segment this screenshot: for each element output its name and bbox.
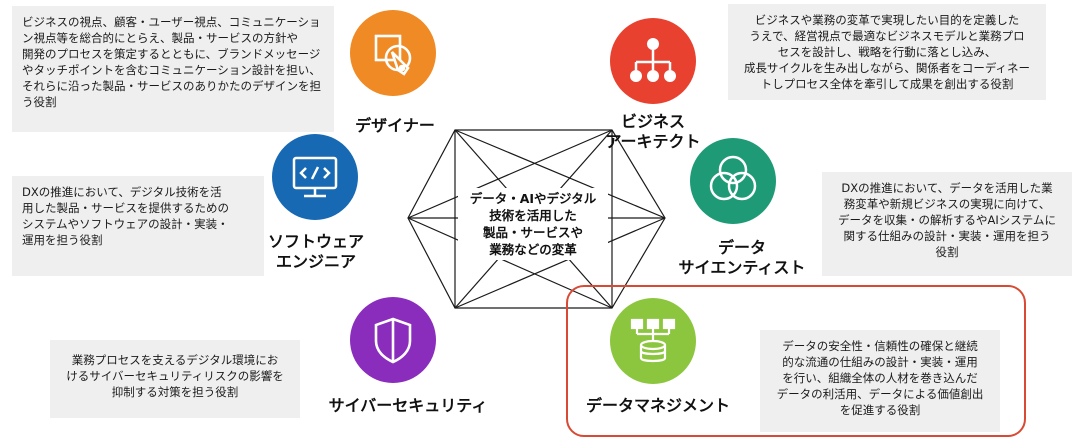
desc-line: けるサイバーセキュリティリスクの影響を: [66, 369, 284, 383]
label-line: データ: [717, 238, 766, 257]
center-theme-text: データ・AIやデジタル 技術を活用した 製品・サービスや 業務などの変革: [458, 188, 608, 260]
desc-line: 用した製品・サービスを提供するための: [22, 201, 229, 215]
business-architect-description: ビジネスや業務の変革で実現したい目的を定義した うえで、経営視点で最適なビジネス…: [728, 4, 1046, 100]
database-tree-icon: [630, 318, 676, 363]
label-line: ビジネス: [620, 112, 685, 131]
label-line: エンジニア: [275, 252, 356, 271]
desc-line: を促進する役割: [839, 403, 921, 417]
label-line: サイバーセキュリティ: [328, 396, 488, 415]
desc-line: 役割: [935, 245, 959, 259]
desc-line: を行い、組織全体の人材を巻き込んだ: [782, 371, 978, 385]
desc-line: システムやソフトウェアの設計・実装・: [22, 217, 229, 231]
label-line: ソフトウェア: [267, 232, 364, 251]
desc-line: ビジネスや業務の変革で実現したい目的を定義した: [754, 13, 1020, 27]
desc-line: ビジネスの視点、顧客・ユーザー視点、コミュニケーショ: [22, 15, 321, 29]
desc-line: 開発のプロセスを策定するとともに、ブランドメッセージ: [22, 47, 321, 61]
business-architect-label: ビジネス アーキテクト: [593, 112, 713, 152]
label-line: データマネジメント: [585, 396, 730, 415]
center-line: 業務などの変革: [489, 242, 577, 257]
desc-line: う役割: [22, 95, 57, 109]
venn-circles-icon: [709, 155, 757, 201]
desc-line: それらに沿った製品・サービスのありかたのデザインを担: [22, 79, 321, 93]
data-scientist-description: DXの推進において、データを活用した業 務変革や新規ビジネスの実現に向けて、 デ…: [822, 172, 1072, 276]
cyber-security-label: サイバーセキュリティ: [318, 396, 498, 416]
data-management-icon-circle: [610, 298, 696, 384]
data-management-label: データマネジメント: [578, 396, 738, 416]
desc-line: うえで、経営視点で最適なビジネスモデルと業務プロ: [749, 29, 1025, 43]
designer-label: デザイナー: [330, 116, 460, 136]
desc-line: 抑制する対策を担う役割: [111, 385, 239, 399]
desc-line: トしプロセス全体を牽引して成果を創出する役割: [760, 77, 1014, 91]
center-line: データ・AIやデジタル: [469, 191, 597, 206]
desc-line: データの安全性・信頼性の確保と継続: [782, 339, 978, 353]
desc-line: データを収集・の解析するやAIシステムに: [838, 213, 1056, 227]
software-engineer-description: DXの推進において、デジタル技術を活 用した製品・サービスを提供するための シス…: [12, 176, 264, 276]
desc-line: 運用を担う役割: [22, 233, 103, 247]
cyber-security-icon-circle: [350, 297, 436, 383]
design-pen-icon: [374, 34, 412, 76]
business-architect-icon-circle: [610, 18, 696, 104]
desc-line: データの利活用、データによる価値創出: [776, 387, 984, 401]
center-line: 技術を活用した: [489, 208, 577, 223]
desc-line: 的な流通の仕組みの設計・実装・運用: [782, 355, 978, 369]
data-management-highlight: [566, 285, 1026, 437]
desc-line: やタッチポイントを含むコミュニケーション設計を担い、: [22, 63, 321, 77]
software-engineer-label: ソフトウェア エンジニア: [252, 232, 380, 272]
label-line: デザイナー: [355, 116, 435, 135]
desc-line: DXの推進において、デジタル技術を活: [22, 185, 222, 199]
desc-line: ン視点等を総合的にとらえ、製品・サービスの方針や: [22, 31, 298, 45]
cyber-security-description: 業務プロセスを支えるデジタル環境にお けるサイバーセキュリティリスクの影響を 抑…: [50, 340, 300, 418]
center-line: 製品・サービスや: [482, 225, 583, 240]
label-line: アーキテクト: [605, 132, 701, 151]
desc-line: 成長サイクルを生み出しながら、関係者をコーディネー: [743, 61, 1031, 75]
shield-icon: [374, 317, 412, 364]
software-engineer-icon-circle: [272, 134, 358, 220]
designer-description: ビジネスの視点、顧客・ユーザー視点、コミュニケーショ ン視点等を総合的にとらえ、…: [12, 6, 334, 132]
desc-line: 業務プロセスを支えるデジタル環境にお: [71, 353, 279, 367]
desc-line: DXの推進において、データを活用した業: [841, 181, 1053, 195]
label-line: サイエンティスト: [678, 258, 806, 277]
data-management-description: データの安全性・信頼性の確保と継続 的な流通の仕組みの設計・実装・運用 を行い、…: [760, 330, 1000, 432]
code-monitor-icon: [292, 156, 338, 198]
designer-icon-circle: [350, 10, 436, 96]
org-chart-icon: [630, 38, 676, 82]
desc-line: セスを設計し、戦略を行動に落とし込み、: [777, 45, 997, 59]
data-scientist-label: データ サイエンティスト: [672, 238, 812, 278]
desc-line: 関する仕組みの設計・実装・運用を担う: [843, 229, 1051, 243]
desc-line: 務変革や新規ビジネスの実現に向けて、: [843, 197, 1051, 211]
data-scientist-icon-circle: [690, 138, 776, 224]
